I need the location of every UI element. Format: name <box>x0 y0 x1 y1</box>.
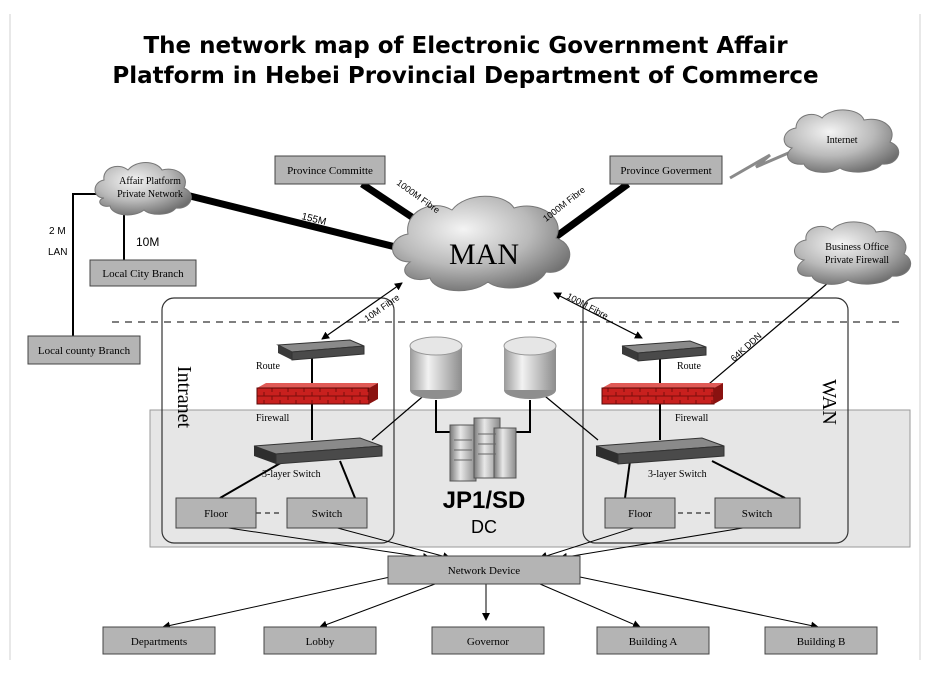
route-left-label: Route <box>256 361 280 372</box>
business-cloud-label-1: Business Office <box>825 242 889 253</box>
departments-box <box>102 626 216 655</box>
building-a-box <box>596 626 710 655</box>
storage-right-icon <box>503 336 557 399</box>
jp1sd-label: JP1/SD <box>443 487 526 514</box>
lobby-label: Lobby <box>306 636 335 648</box>
link-2m-label: 2 M <box>49 226 66 237</box>
route-right-label: Route <box>677 361 701 372</box>
affair-cloud-label-2: Private Network <box>117 189 183 200</box>
server-icon <box>449 417 517 482</box>
link-10m-label: 10M <box>136 235 159 249</box>
internet-cloud-label: Internet <box>826 135 857 146</box>
building-b-label: Building B <box>797 636 846 648</box>
man-cloud-icon <box>392 195 571 292</box>
lightning-icon <box>729 146 801 180</box>
wan-label: WAN <box>818 379 840 425</box>
building-a-label: Building A <box>629 636 678 648</box>
firewall-right-icon <box>601 383 723 405</box>
firewall-left-label: Firewall <box>256 413 290 424</box>
switch3-left-icon <box>253 437 383 465</box>
floor-right-label: Floor <box>628 508 652 520</box>
title-line-2: Platform in Hebei Provincial Department … <box>112 63 819 89</box>
switch-right-label: Switch <box>742 508 773 520</box>
firewall-right-label: Firewall <box>675 413 709 424</box>
local-city-branch-box <box>89 259 197 287</box>
governor-box <box>431 626 545 655</box>
network-device-label: Network Device <box>448 565 521 577</box>
switch-left-box <box>286 497 368 529</box>
title-line-1: The network map of Electronic Government… <box>143 33 788 59</box>
province-goverment-box <box>609 155 723 185</box>
floor-left-label: Floor <box>204 508 228 520</box>
link-goverment-man <box>543 181 631 247</box>
dc-label: DC <box>471 517 497 537</box>
local-county-branch-box <box>27 335 141 365</box>
business-cloud-icon <box>794 221 912 285</box>
switch3-right-icon <box>595 437 725 465</box>
province-committe-box <box>274 155 386 185</box>
firewall-left-icon <box>256 383 378 405</box>
storage-left-icon <box>409 336 463 399</box>
floor-right-box <box>604 497 676 529</box>
governor-label: Governor <box>467 636 509 648</box>
province-goverment-label: Province Goverment <box>620 165 711 177</box>
floor-left-box <box>175 497 257 529</box>
router-right-icon <box>621 340 707 362</box>
link-man-route-left <box>321 282 403 340</box>
router-left-icon <box>276 339 365 361</box>
affair-cloud-icon <box>94 162 192 216</box>
switch-right-box <box>714 497 801 529</box>
switch3-left-label: 3-layer Switch <box>262 469 321 480</box>
local-county-branch-label: Local county Branch <box>38 345 131 357</box>
local-city-branch-label: Local City Branch <box>102 268 184 280</box>
link-lan-label: LAN <box>48 247 67 258</box>
intranet-label: Intranet <box>173 366 195 429</box>
lobby-box <box>263 626 377 655</box>
internet-cloud-icon <box>783 109 900 173</box>
man-cloud-label: MAN <box>449 238 519 271</box>
link-affair-man <box>177 189 433 260</box>
province-committe-label: Province Committe <box>287 165 373 177</box>
network-device-box <box>387 555 581 585</box>
link-man-route-right <box>553 292 643 339</box>
business-cloud-label-2: Private Firewall <box>825 255 889 266</box>
switch3-right-label: 3-layer Switch <box>648 469 707 480</box>
switch-left-label: Switch <box>312 508 343 520</box>
departments-label: Departments <box>131 636 187 648</box>
link-100m-fibre-label: 100M Fibre <box>565 291 610 321</box>
affair-cloud-label-1: Affair Platform <box>119 176 181 187</box>
building-b-box <box>764 626 878 655</box>
link-64k-ddn-label: 64K DDN <box>729 331 764 364</box>
wan-frame <box>582 297 849 544</box>
